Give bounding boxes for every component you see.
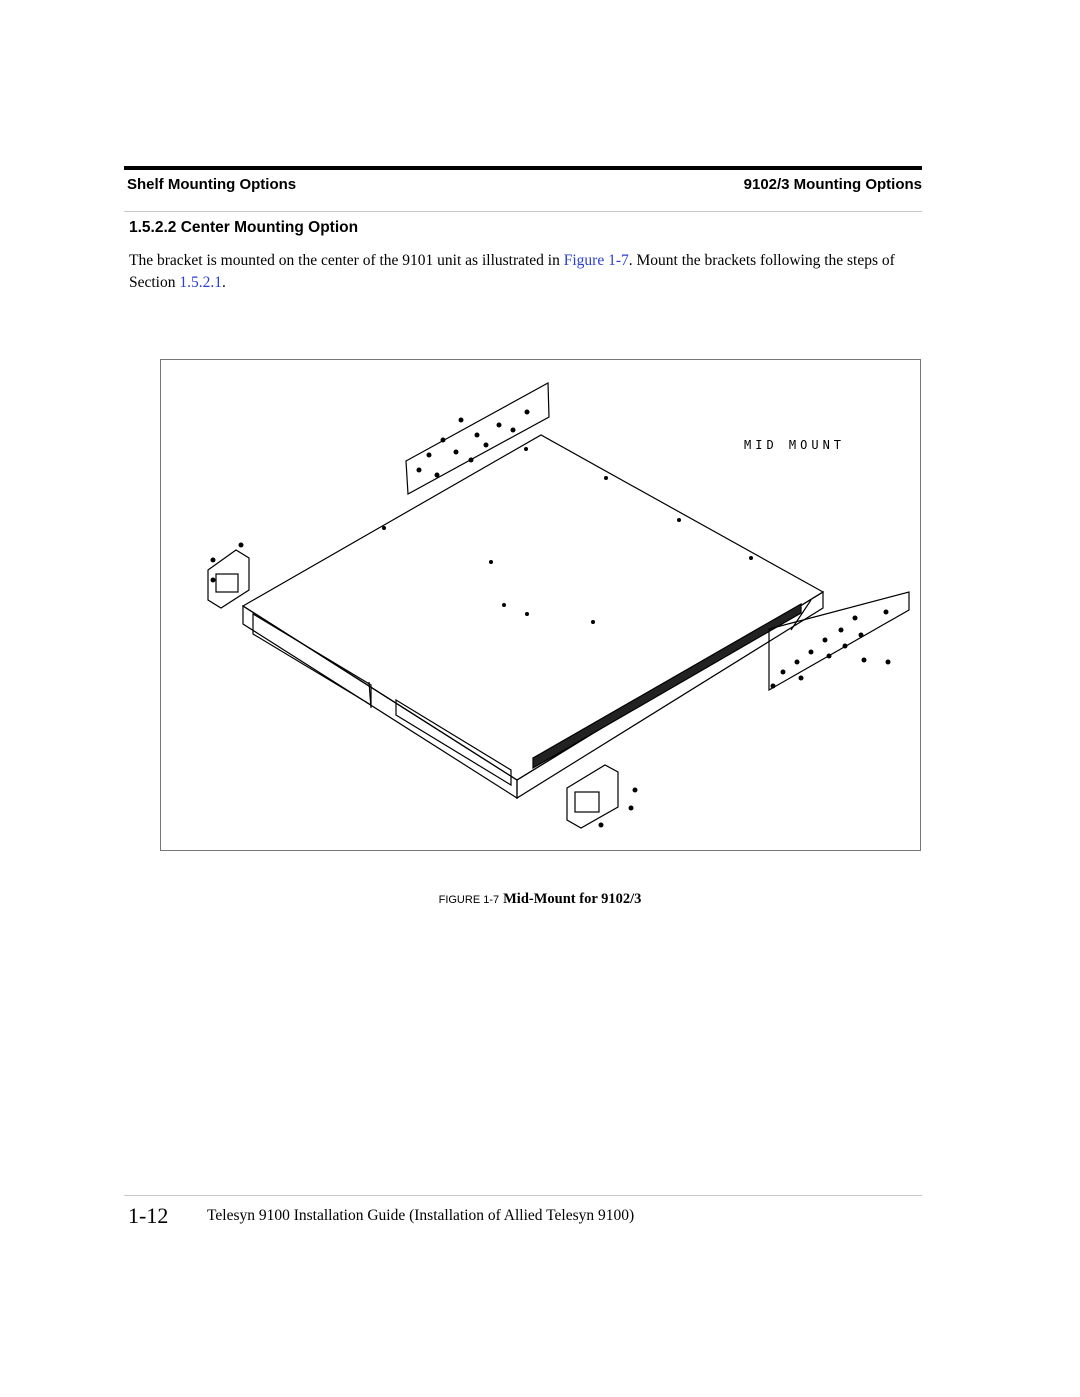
side-bracket-icon [768, 591, 910, 692]
body-paragraph: The bracket is mounted on the center of … [129, 250, 921, 294]
header-divider [124, 211, 922, 212]
page-number: 1-12 [128, 1203, 169, 1228]
drawing-label: MID MOUNT [744, 438, 845, 452]
figure-caption: FIGURE 1-7 Mid-Mount for 9102/3 [0, 890, 1080, 908]
header-right-title: 9102/3 Mounting Options [743, 176, 922, 193]
mid-mount-drawing: MID MOUNT [207, 382, 910, 829]
footer-divider [124, 1195, 922, 1196]
header-left-title: Shelf Mounting Options [127, 176, 297, 193]
chassis-top [241, 434, 825, 781]
para-text-1: The bracket is mounted on the center of … [129, 252, 564, 269]
para-text-3: . [222, 274, 226, 291]
header-rule [124, 166, 922, 170]
section-heading: 1.5.2.2 Center Mounting Option [129, 219, 359, 236]
figure-frame: MID MOUNT [160, 359, 921, 851]
para-text-2: . Mount the brackets following the steps… [129, 252, 895, 291]
footer-title: Telesyn 9100 Installation Guide (Install… [207, 1207, 635, 1224]
section-link[interactable]: 1.5.2.1 [179, 274, 222, 291]
top-bracket-icon [405, 382, 550, 495]
left-ear-icon [207, 549, 250, 609]
chassis-front [242, 604, 518, 800]
caption-label: FIGURE 1-7 [438, 894, 500, 906]
bottom-ear-icon [566, 764, 619, 829]
figure-link[interactable]: Figure 1-7 [563, 252, 629, 269]
caption-text: Mid-Mount for 9102/3 [503, 891, 642, 907]
